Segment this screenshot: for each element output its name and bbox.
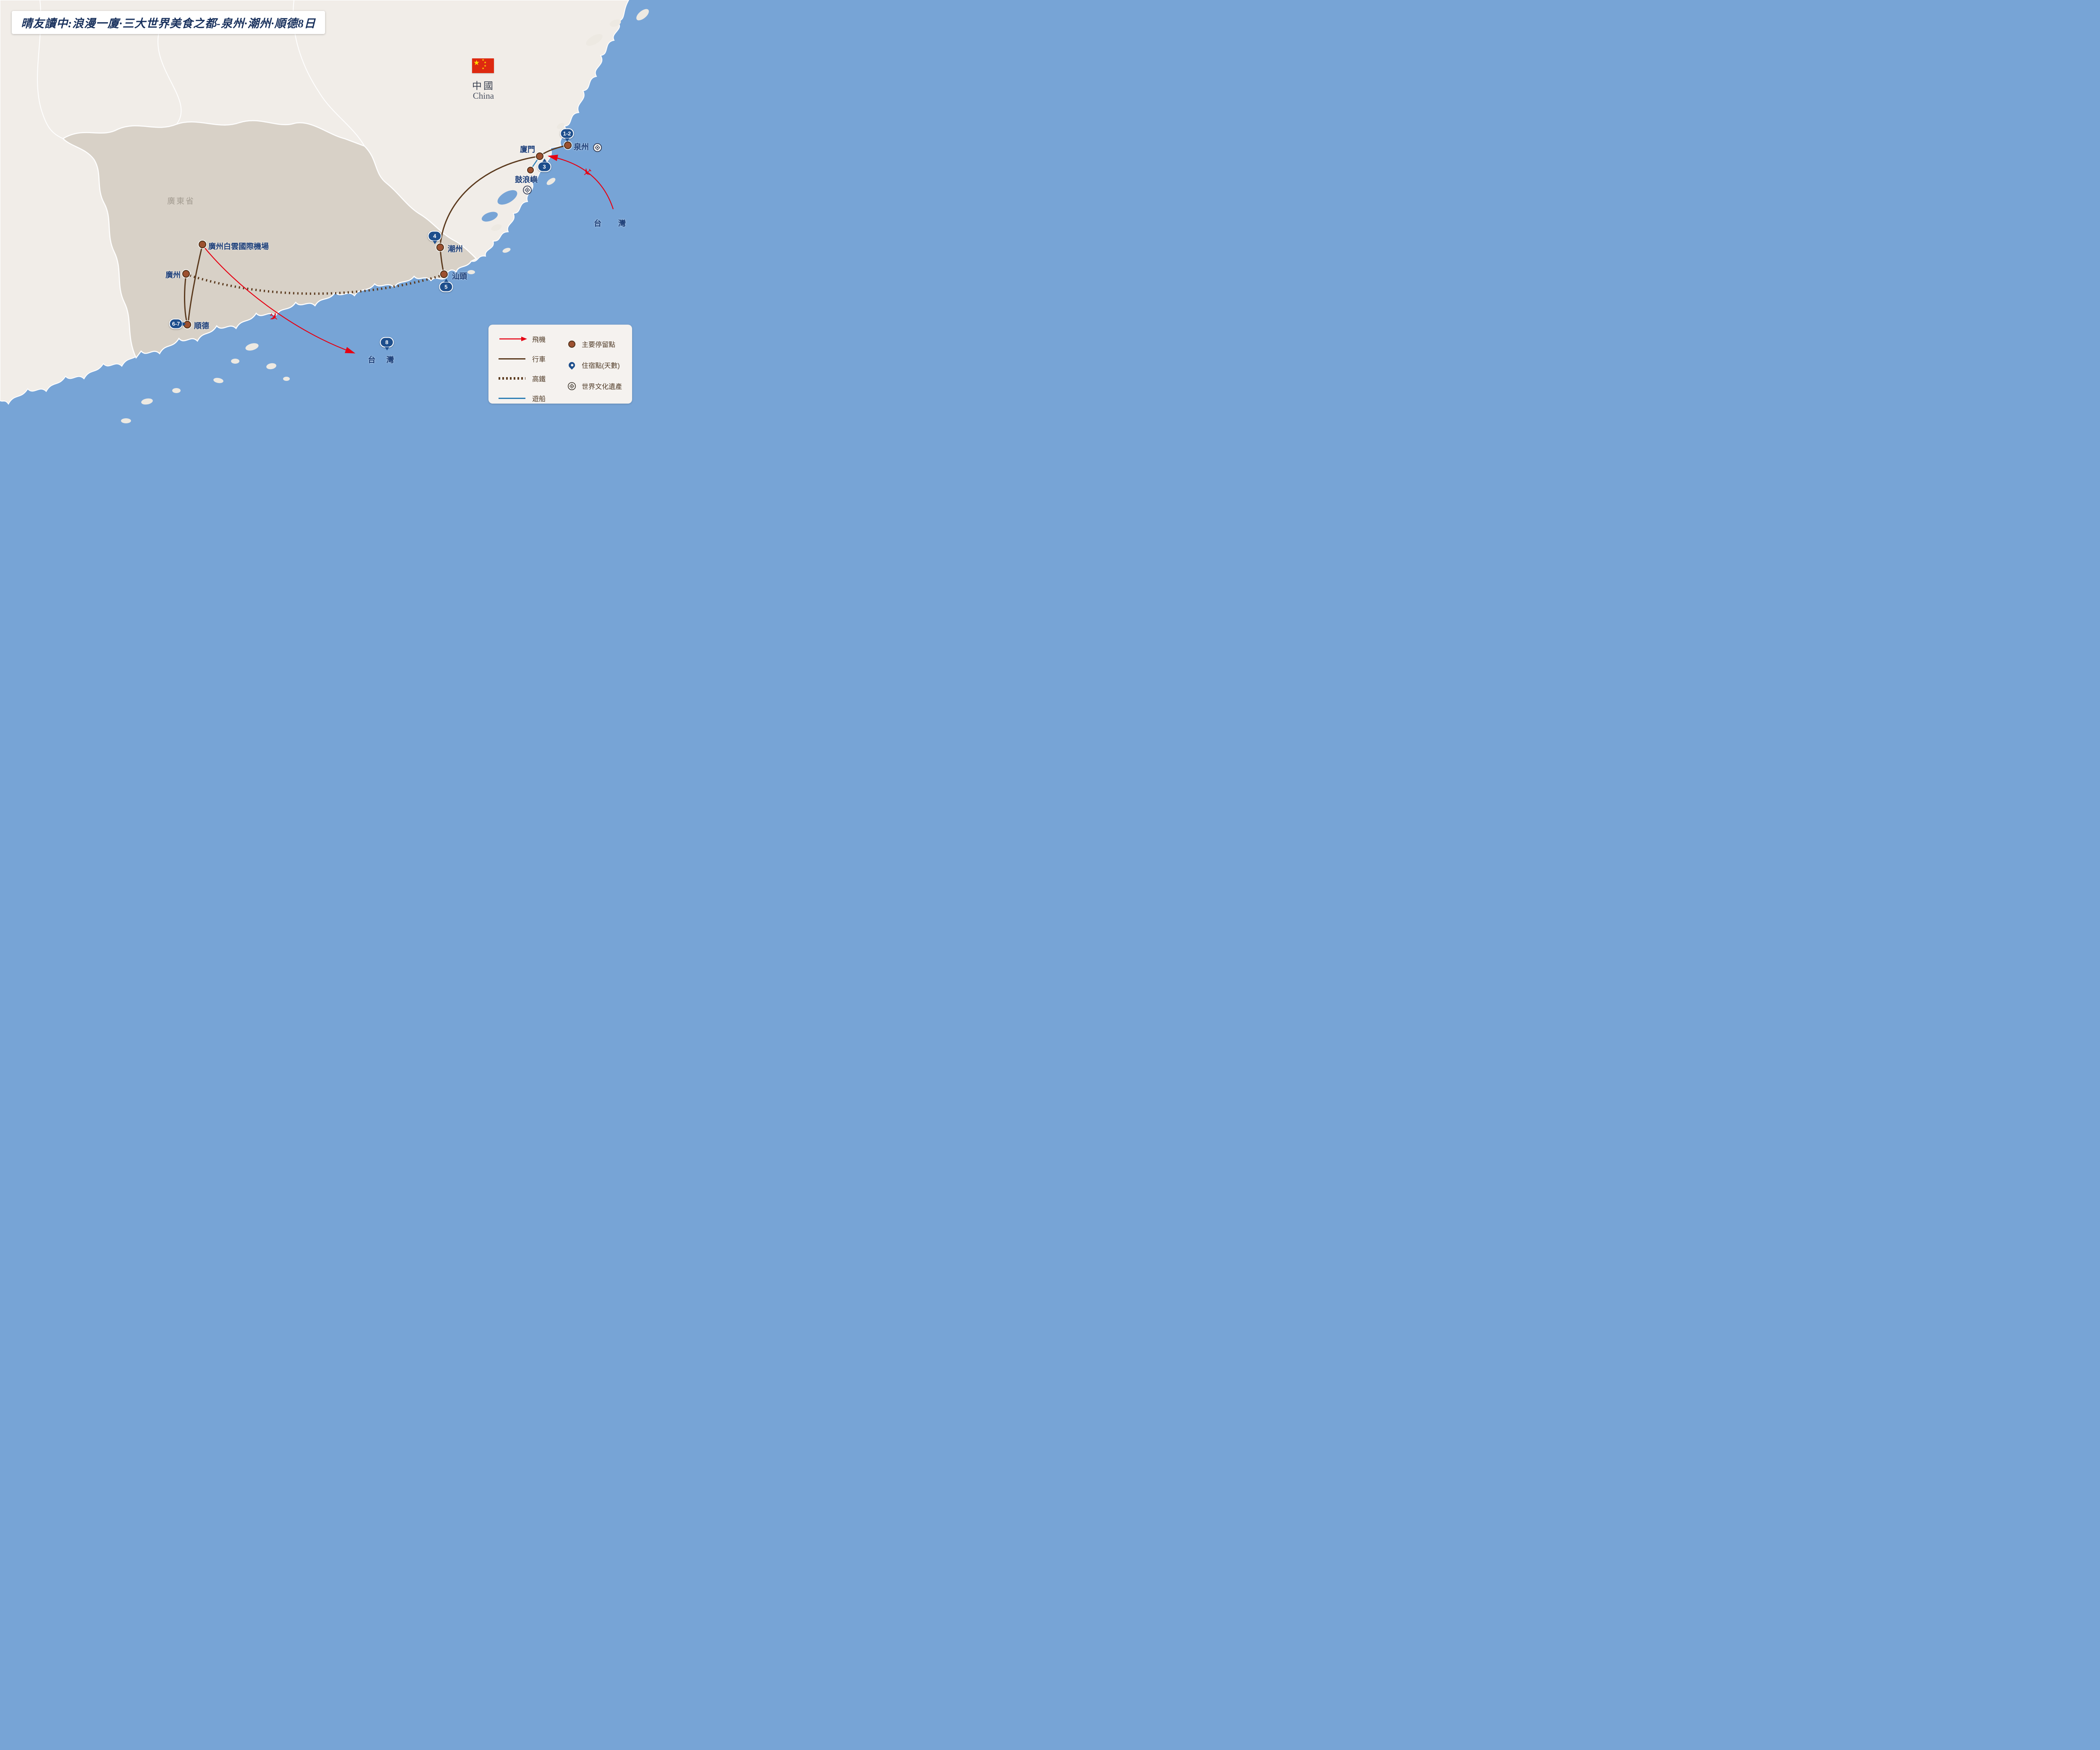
title-bar: 晴友讀中:浪漫一廈·三大世界美食之都-泉州·潮州·順德8日 — [12, 11, 325, 34]
legend-item-heritage: 世界文化遺產 — [567, 381, 622, 391]
stay-badge-shantou: 5 — [439, 278, 453, 292]
stop-dot-xiamen — [535, 152, 544, 161]
country-name-en: China — [472, 91, 494, 101]
legend: 飛機 行車 高鐵 遊船 主要停留點 住宿點(天數) — [488, 325, 632, 404]
plane-arrow-icon — [499, 336, 527, 342]
stay-badge-text: 3 — [543, 163, 546, 170]
region-label-taiwan-east: 台灣 — [594, 219, 643, 228]
legend-label: 世界文化遺產 — [582, 383, 622, 391]
flag-star-icon: ★ — [482, 67, 485, 70]
heritage-icon — [567, 382, 577, 391]
stay-badge-chaozhou: 4 — [428, 231, 442, 244]
province-label-guangdong: 廣東省 — [167, 197, 195, 206]
city-label-shunde: 順德 — [194, 322, 209, 330]
stay-pin-icon — [567, 360, 577, 370]
route-xiamen-chaozhou — [439, 155, 540, 247]
city-label-xiamen: 廈門 — [520, 145, 535, 154]
route-airport-shunde — [187, 244, 203, 324]
rail-line-icon — [499, 377, 527, 380]
legend-label: 行車 — [532, 356, 546, 363]
legend-label: 高鐵 — [532, 376, 546, 383]
itinerary-map: 晴友讀中:浪漫一廈·三大世界美食之都-泉州·潮州·順德8日 湖南省 廣東省 ★ … — [0, 0, 655, 438]
country-name-zh: 中國 — [472, 80, 495, 91]
legend-item-stay: 住宿點(天數) — [567, 360, 622, 370]
legend-label: 飛機 — [532, 336, 546, 344]
legend-route-column: 飛機 行車 高鐵 遊船 — [499, 334, 546, 403]
flag-star-icon: ★ — [482, 59, 485, 62]
map-canvas — [0, 0, 655, 438]
city-label-airport: 廣州白雲國際機場 — [208, 242, 269, 251]
legend-marker-column: 主要停留點 住宿點(天數) 世界文化遺產 — [567, 339, 622, 391]
city-label-shantou: 汕頭 — [452, 272, 467, 281]
boat-line-icon — [499, 397, 527, 399]
rail-guangzhou-shantou — [189, 274, 441, 295]
islands — [121, 9, 649, 423]
city-label-chaozhou: 潮州 — [448, 245, 463, 253]
stay-badge-taiwan: 8 — [380, 337, 394, 351]
drive-line-icon — [499, 358, 527, 359]
city-label-guangzhou: 廣州 — [165, 271, 181, 279]
flight-airport-taiwan — [203, 246, 356, 354]
city-label-quanzhou: 泉州 — [574, 143, 589, 151]
china-flag: ★ ★ ★ ★ ★ — [472, 58, 494, 73]
stop-dot-shantou — [439, 270, 449, 279]
page-title: 晴友讀中:浪漫一廈·三大世界美食之都-泉州·潮州·順德8日 — [21, 17, 316, 30]
flag-star-icon: ★ — [484, 61, 487, 64]
stop-dot-airport — [198, 240, 207, 249]
stay-badge-shunde: 6-7 — [169, 318, 186, 329]
guangdong-region — [62, 120, 478, 359]
stay-badge-text: 5 — [444, 283, 448, 290]
flight-taiwan-xiamen — [547, 155, 614, 210]
stop-dot-quanzhou — [563, 141, 572, 150]
legend-item-boat: 遊船 — [499, 393, 546, 403]
stay-badge-text: 8 — [385, 339, 388, 346]
stop-dot-icon — [567, 340, 577, 348]
legend-item-plane: 飛機 — [499, 334, 546, 344]
flag-star-icon: ★ — [473, 59, 480, 67]
stop-dot-guangzhou — [181, 269, 191, 278]
stop-dot-chaozhou — [436, 243, 445, 252]
heritage-icon-gulangyu — [523, 186, 532, 194]
stay-badge-xiamen: 3 — [537, 158, 551, 172]
stay-badge-text: 6-7 — [172, 320, 180, 327]
heritage-icon-quanzhou — [593, 143, 602, 152]
legend-label: 遊船 — [532, 396, 546, 403]
legend-item-drive: 行車 — [499, 354, 546, 364]
stay-badge-text: 4 — [433, 233, 436, 239]
coastal-bays — [214, 190, 527, 354]
city-label-gulangyu: 鼓浪嶼 — [515, 176, 538, 184]
region-label-taiwan-south: 台灣 — [368, 356, 405, 364]
stay-badge-quanzhou: 1-2 — [560, 128, 574, 142]
boat-xiamen-gulangyu — [531, 158, 539, 168]
legend-item-rail: 高鐵 — [499, 373, 546, 383]
legend-label: 主要停留點 — [582, 341, 616, 349]
stop-dot-gulangyu — [526, 166, 535, 174]
flag-star-icon: ★ — [484, 65, 487, 68]
legend-item-stop: 主要停留點 — [567, 339, 622, 349]
stay-badge-text: 1-2 — [563, 130, 571, 137]
legend-label: 住宿點(天數) — [582, 362, 620, 370]
